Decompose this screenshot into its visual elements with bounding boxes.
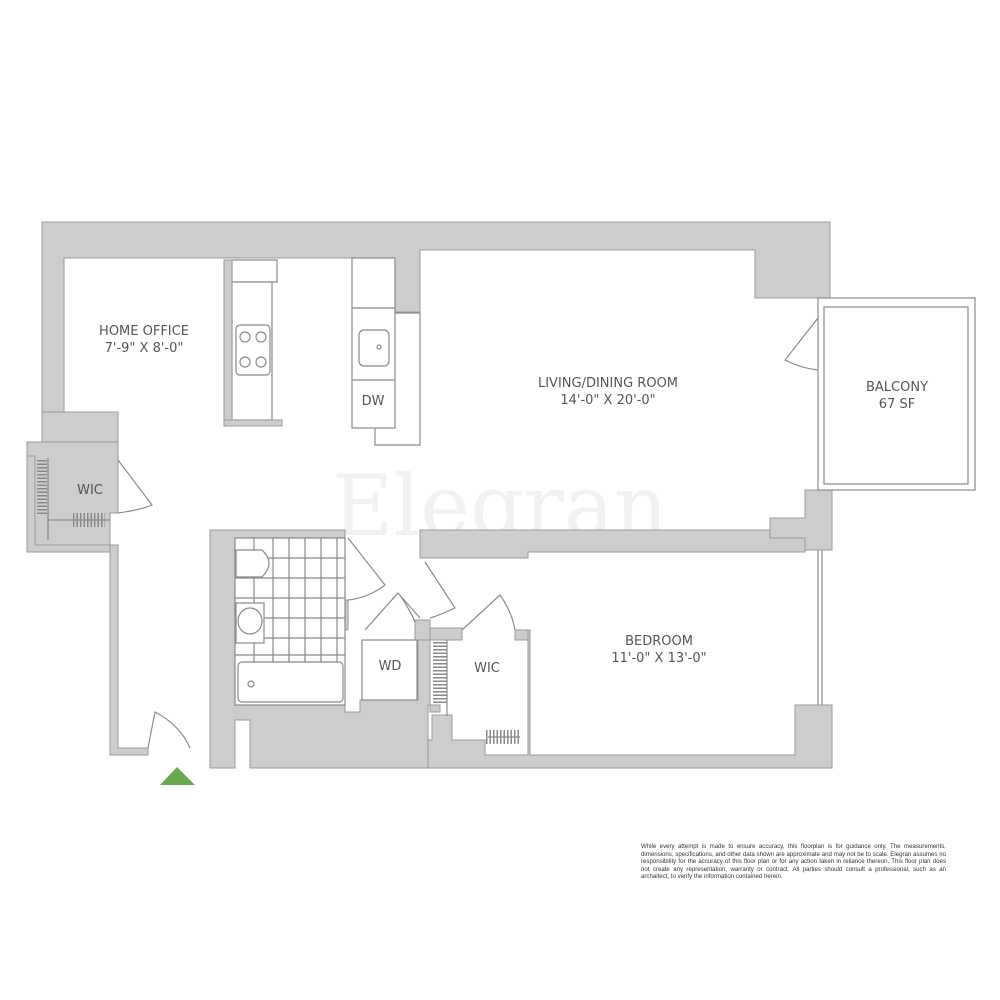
toilet-icon bbox=[235, 549, 270, 578]
home-office-name: HOME OFFICE bbox=[99, 324, 189, 339]
living-size: 14'-0" X 20'-0" bbox=[560, 393, 655, 408]
bathtub-icon bbox=[237, 661, 344, 703]
entry-arrow-icon bbox=[160, 767, 195, 785]
wic-bedroom-label: WIC bbox=[474, 661, 500, 676]
living-name: LIVING/DINING ROOM bbox=[538, 376, 678, 391]
stove-icon bbox=[235, 324, 271, 376]
bedroom-size: 11'-0" X 13'-0" bbox=[611, 651, 706, 666]
sink-icon bbox=[358, 329, 390, 367]
home-office-size: 7'-9" X 8'-0" bbox=[105, 341, 184, 356]
sink-icon bbox=[235, 602, 265, 644]
disclaimer: While every attempt is made to ensure ac… bbox=[641, 843, 946, 881]
bedroom-name: BEDROOM bbox=[625, 634, 693, 649]
balcony-name: BALCONY bbox=[866, 380, 928, 395]
balcony bbox=[784, 297, 976, 491]
walls bbox=[26, 221, 833, 769]
closet-racks bbox=[37, 458, 520, 749]
balcony-size: 67 SF bbox=[879, 397, 915, 412]
wd-label: WD bbox=[379, 659, 402, 674]
dw-label: DW bbox=[362, 394, 385, 409]
kitchen: DW bbox=[223, 257, 421, 446]
bathroom bbox=[234, 537, 456, 706]
wic-entry-label: WIC bbox=[77, 483, 103, 498]
